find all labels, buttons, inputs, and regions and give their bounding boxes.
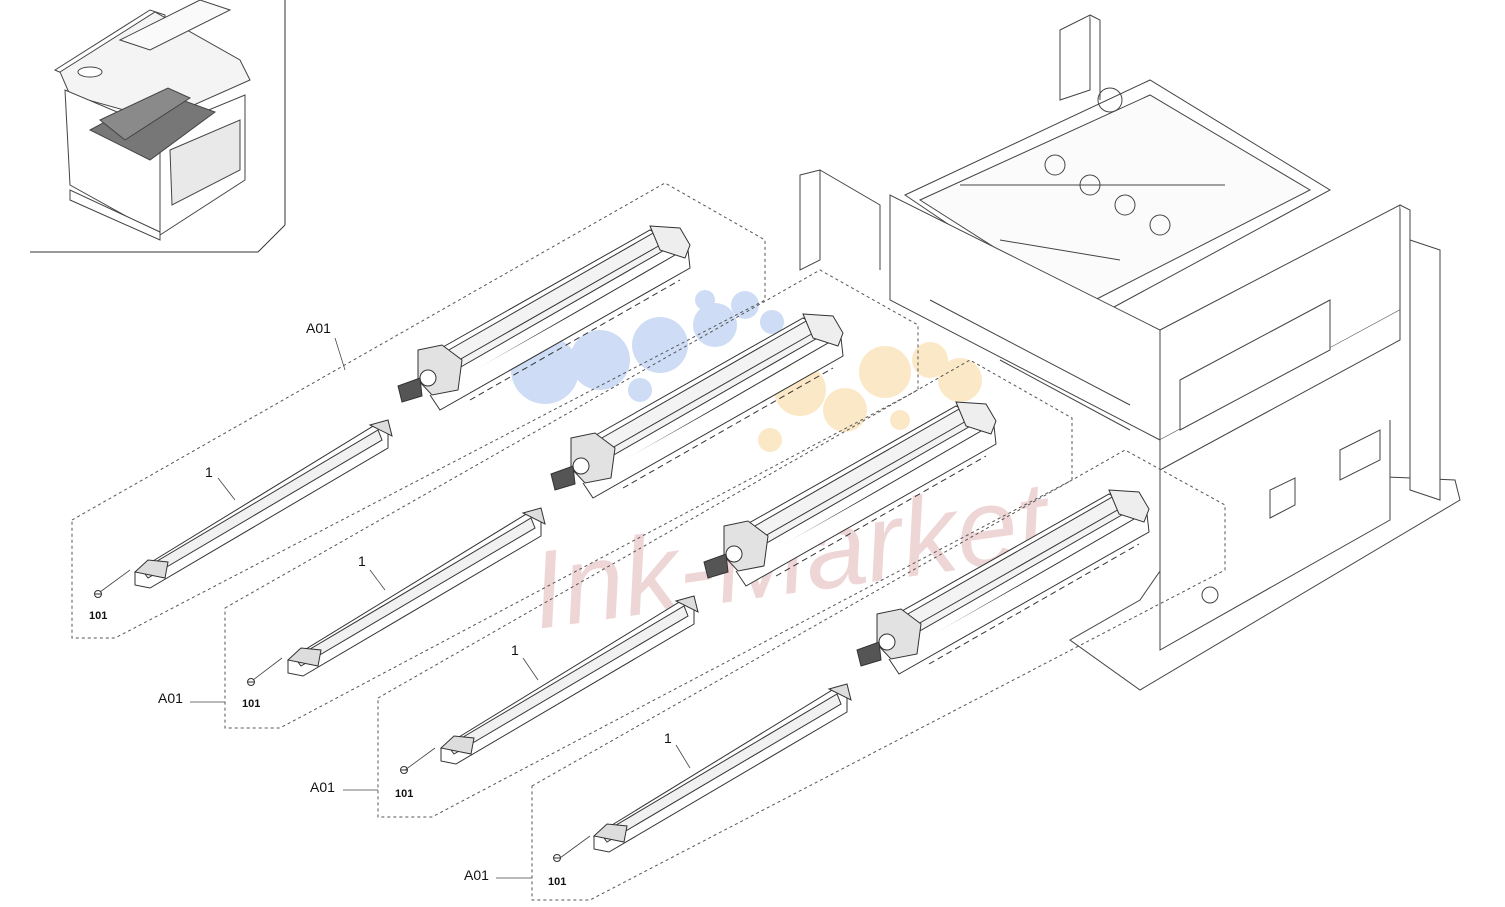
units: [94, 225, 1150, 862]
screw: [553, 854, 561, 862]
callout-assembly-3: A01: [310, 779, 335, 795]
callout-assembly-4: A01: [464, 867, 489, 883]
drum-unit: [703, 401, 997, 587]
developer-blade: [592, 683, 852, 853]
leader-lines: [99, 337, 691, 879]
callout-screw-1: 101: [89, 610, 108, 622]
drum-unit: [550, 313, 844, 499]
group-outline-1: [71, 182, 766, 639]
screw: [400, 766, 408, 774]
group-outline-4: [531, 449, 1226, 901]
developer-blade: [439, 595, 699, 765]
drum-unit: [397, 225, 691, 411]
drum-unit: [856, 489, 1150, 675]
callout-screw-3: 101: [395, 788, 414, 800]
callout-screw-4: 101: [548, 876, 567, 888]
group-outline-2: [224, 269, 919, 729]
callout-assembly-2: A01: [158, 690, 183, 706]
callout-part-4: 1: [664, 730, 672, 746]
inset-frame: [30, 0, 286, 253]
callout-assembly-1: A01: [306, 320, 331, 336]
unit-3: [400, 401, 997, 774]
callout-part-1: 1: [205, 464, 213, 480]
screw: [94, 590, 102, 598]
developer-blade: [286, 507, 546, 677]
group-outlines: [71, 182, 1226, 901]
machine-thumbnail: [53, 0, 251, 241]
callout-part-2: 1: [358, 553, 366, 569]
group-outline-3: [377, 359, 1073, 818]
unit-4: [553, 489, 1150, 862]
unit-1: [94, 225, 691, 598]
screw: [247, 678, 255, 686]
developer-blade: [133, 419, 393, 589]
callout-screw-2: 101: [242, 698, 261, 710]
machine-frame: [799, 14, 1461, 691]
unit-2: [247, 313, 844, 686]
callout-part-3: 1: [511, 642, 519, 658]
